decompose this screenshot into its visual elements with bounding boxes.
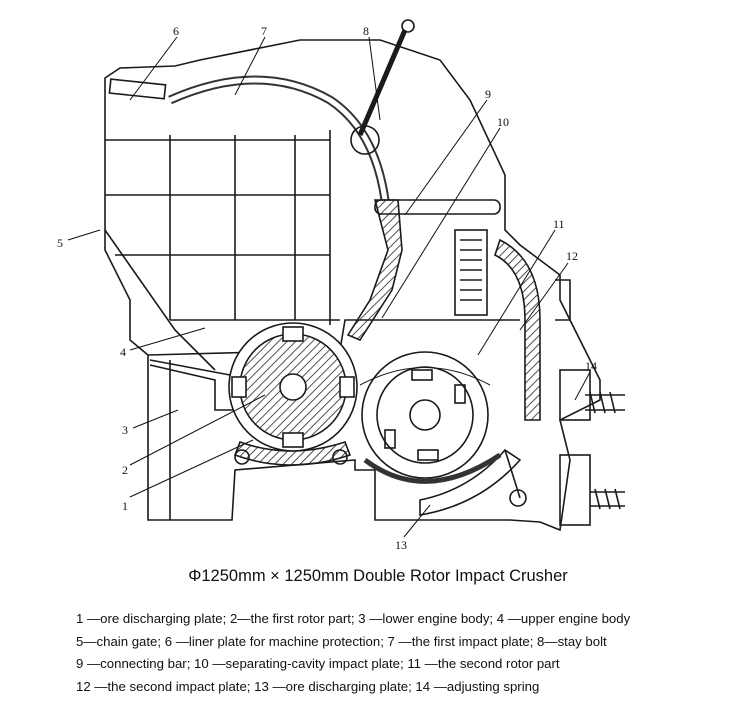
callout-2: 2	[122, 463, 128, 477]
legend: 1 —ore discharging plate; 2—the first ro…	[76, 608, 630, 698]
legend-line: 5—chain gate; 6 —liner plate for machine…	[76, 633, 607, 649]
diagram-caption: Φ1250mm × 1250mm Double Rotor Impact Cru…	[188, 567, 568, 585]
callout-14: 14	[585, 359, 597, 373]
callout-3: 3	[122, 423, 128, 437]
callout-5: 5	[57, 236, 63, 250]
callout-7: 7	[261, 24, 267, 38]
legend-line: 12 —the second impact plate; 13 —ore dis…	[76, 678, 540, 694]
legend-line: 9 —connecting bar; 10 —separating-cavity…	[76, 656, 560, 672]
second-rotor	[359, 351, 502, 484]
callout-labels: 1 2 3 4 5 6 7 8 9 10 11 12 14 13	[57, 24, 597, 552]
callout-10: 10	[497, 115, 509, 129]
machine-body	[104, 19, 625, 532]
leader-lines	[67, 36, 591, 538]
crusher-diagram: 1 2 3 4 5 6 7 8 9 10 11 12 14 13	[57, 19, 625, 552]
callout-4: 4	[120, 345, 126, 359]
legend-line: 1 —ore discharging plate; 2—the first ro…	[76, 611, 631, 626]
callout-9: 9	[485, 87, 491, 101]
callout-13: 13	[395, 538, 407, 552]
callout-8: 8	[363, 24, 369, 38]
callout-1: 1	[122, 499, 128, 513]
callout-11: 11	[553, 217, 565, 231]
callout-6: 6	[173, 24, 179, 38]
callout-12: 12	[566, 249, 578, 263]
first-rotor	[228, 322, 358, 452]
